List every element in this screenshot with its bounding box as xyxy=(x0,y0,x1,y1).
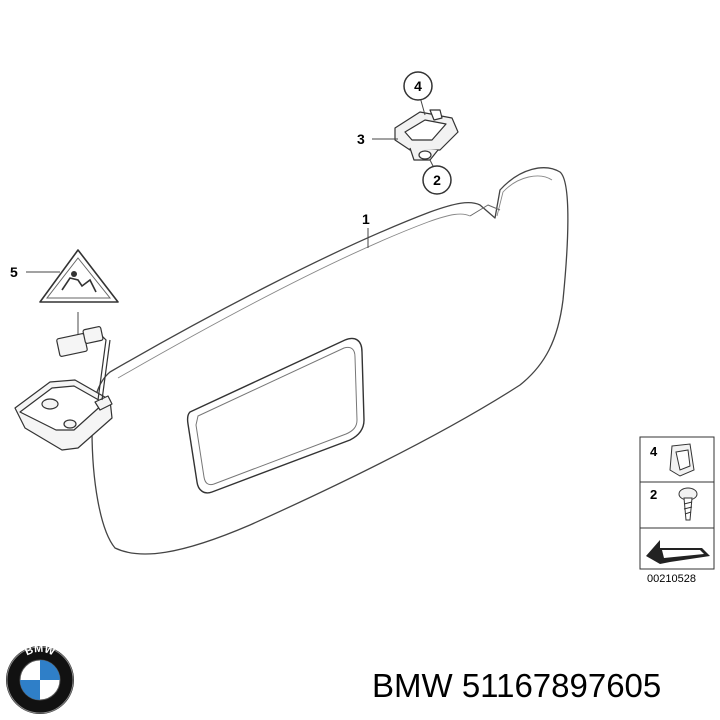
callout-4: 4 xyxy=(403,71,433,101)
legend-row-1-number: 4 xyxy=(650,444,658,459)
parts-legend: 4 2 xyxy=(639,436,715,570)
child-seat-icon xyxy=(61,277,97,293)
legend-row-2-number: 2 xyxy=(650,487,657,502)
leader-lines xyxy=(26,96,435,273)
callout-5: 5 xyxy=(10,264,18,280)
callout-2: 2 xyxy=(422,165,452,195)
visor-clip xyxy=(394,109,459,161)
clip-nut-icon xyxy=(669,443,695,477)
wiring-cable xyxy=(56,312,111,401)
part-number: 51167897605 xyxy=(461,667,662,704)
brand-name: BMW xyxy=(372,667,453,704)
screw-icon xyxy=(678,487,698,521)
sun-visor xyxy=(91,167,569,555)
arrow-symbol-icon xyxy=(646,540,710,564)
airbag-warning-label xyxy=(39,249,119,303)
vanity-mirror xyxy=(186,337,365,494)
svg-text:2: 2 xyxy=(433,172,441,188)
bmw-logo: BMW xyxy=(6,643,74,714)
hinge-bracket xyxy=(14,379,113,451)
part-caption: BMW 51167897605 xyxy=(372,662,716,710)
callout-3: 3 xyxy=(357,131,365,147)
svg-text:4: 4 xyxy=(414,78,422,94)
callout-1: 1 xyxy=(362,211,370,227)
diagram-code: 00210528 xyxy=(647,573,696,585)
